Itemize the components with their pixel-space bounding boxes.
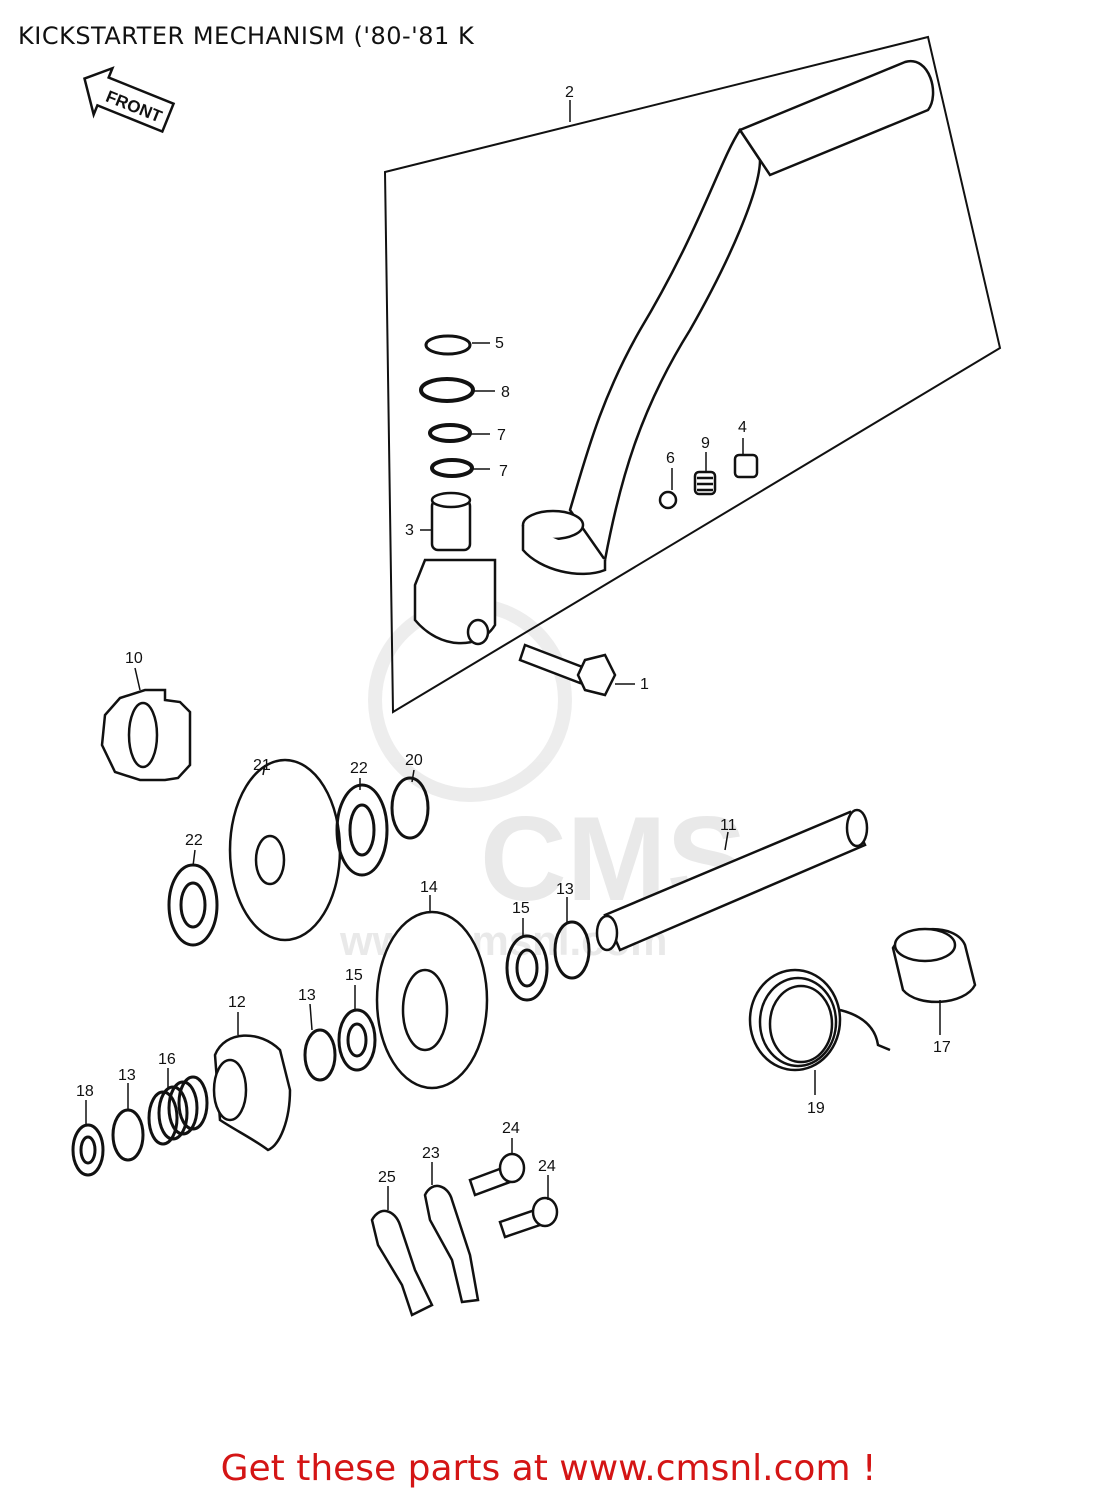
diagram-title: KICKSTARTER MECHANISM ('80-'81 K bbox=[18, 22, 475, 50]
screw-24-upper bbox=[468, 1152, 526, 1197]
callout-13-upper: 13 bbox=[556, 881, 574, 898]
kick-shaft-11 bbox=[595, 808, 869, 952]
callout-16: 16 bbox=[158, 1051, 176, 1068]
callout-11: 11 bbox=[720, 817, 737, 834]
callout-3: 3 bbox=[405, 522, 414, 539]
callout-15-upper: 15 bbox=[512, 900, 530, 917]
callout-17: 17 bbox=[933, 1039, 951, 1056]
promo-footer-link[interactable]: Get these parts at www.cmsnl.com ! bbox=[220, 1448, 877, 1489]
circlip-13-lower bbox=[111, 1108, 145, 1162]
callout-21: 21 bbox=[253, 757, 271, 774]
gear-14 bbox=[375, 910, 489, 1090]
collar-17 bbox=[891, 927, 977, 1004]
callout-13-middle: 13 bbox=[298, 987, 316, 1004]
o-ring-upper bbox=[428, 423, 472, 443]
washer-15-upper bbox=[505, 934, 549, 1002]
callout-6: 6 bbox=[666, 450, 675, 467]
callout-18: 18 bbox=[76, 1083, 94, 1100]
leader-lines bbox=[85, 100, 941, 1210]
ratchet-12 bbox=[212, 1034, 292, 1152]
kick-arm bbox=[521, 59, 935, 576]
gear-21 bbox=[228, 758, 342, 942]
plug bbox=[733, 453, 759, 479]
callout-8: 8 bbox=[501, 384, 510, 401]
callout-22-lower: 22 bbox=[185, 832, 203, 849]
washer-15-lower bbox=[337, 1008, 377, 1072]
callout-5: 5 bbox=[495, 335, 504, 352]
front-arrow-icon: FRONT bbox=[83, 66, 176, 134]
callout-10: 10 bbox=[125, 650, 143, 667]
callout-12: 12 bbox=[228, 994, 246, 1011]
callout-13-lower: 13 bbox=[118, 1067, 136, 1084]
circlip-13-middle bbox=[303, 1028, 337, 1082]
callout-22-upper: 22 bbox=[350, 760, 368, 777]
washer-22-lower bbox=[167, 863, 219, 947]
washer-22-upper bbox=[335, 783, 389, 877]
callout-numbers: 2 5 8 7 7 3 6 9 4 1 10 21 22 20 22 11 14… bbox=[76, 84, 951, 1186]
circlip-20 bbox=[390, 776, 430, 840]
callout-23: 23 bbox=[422, 1145, 440, 1162]
spring-small bbox=[693, 470, 717, 496]
ball bbox=[658, 490, 678, 510]
callout-15-lower: 15 bbox=[345, 967, 363, 984]
callout-25: 25 bbox=[378, 1169, 396, 1186]
plate-25 bbox=[370, 1209, 434, 1317]
callout-20: 20 bbox=[405, 752, 423, 769]
callout-1: 1 bbox=[640, 676, 649, 693]
gear-10 bbox=[100, 688, 192, 782]
callout-24-lower: 24 bbox=[538, 1158, 556, 1175]
o-ring-lower bbox=[430, 458, 474, 478]
kick-shaft bbox=[413, 491, 497, 646]
callout-7-lower: 7 bbox=[499, 463, 508, 480]
spring-16 bbox=[147, 1075, 209, 1146]
plate-23 bbox=[423, 1184, 480, 1304]
screw-24-lower bbox=[498, 1196, 559, 1239]
washer bbox=[419, 377, 475, 403]
callout-19: 19 bbox=[807, 1100, 825, 1117]
snap-ring bbox=[424, 334, 472, 356]
callout-7-upper: 7 bbox=[497, 427, 506, 444]
kick-spring-19 bbox=[748, 968, 891, 1072]
circlip-13-upper bbox=[553, 920, 591, 980]
callout-2: 2 bbox=[565, 84, 574, 101]
kick-arm-assembly-outline bbox=[383, 35, 1002, 714]
washer-18 bbox=[71, 1123, 105, 1177]
callout-9: 9 bbox=[701, 435, 710, 452]
bolt bbox=[518, 643, 617, 697]
callout-24-upper: 24 bbox=[502, 1120, 520, 1137]
callout-14: 14 bbox=[420, 879, 438, 896]
callout-4: 4 bbox=[738, 419, 747, 436]
